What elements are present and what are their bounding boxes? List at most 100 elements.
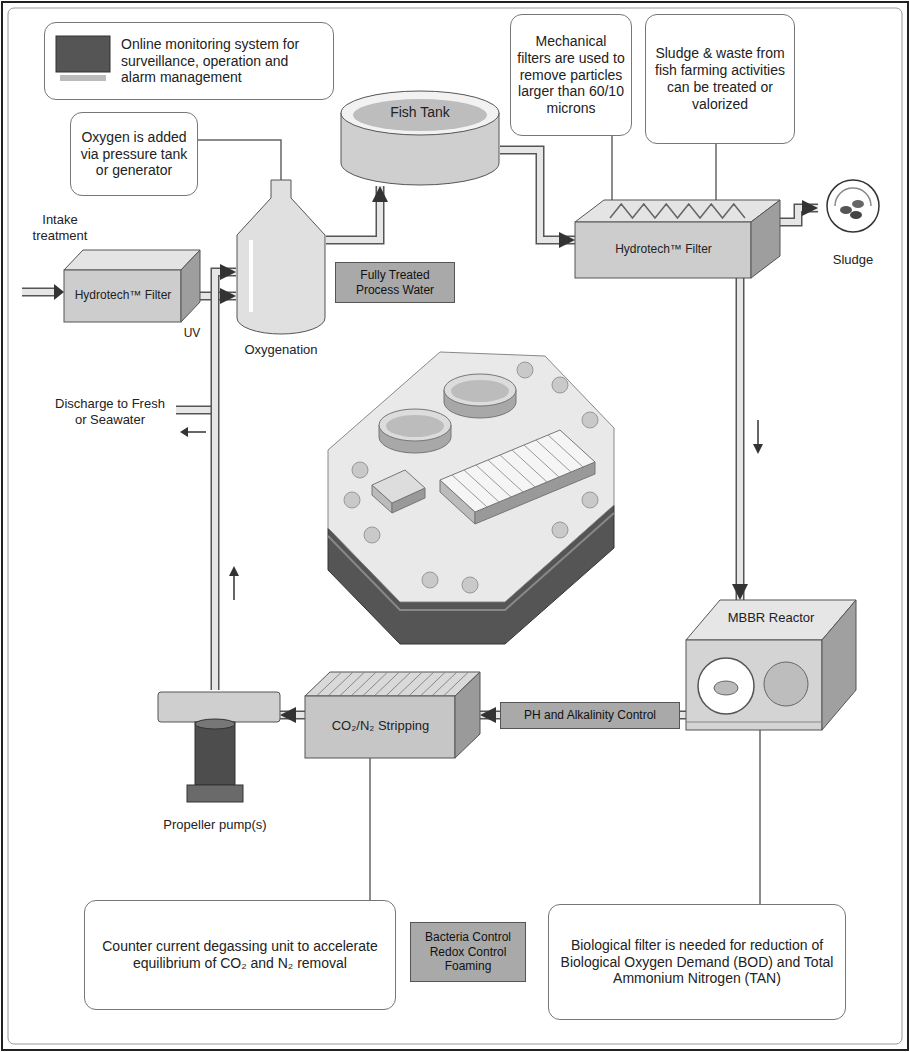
stripper-slats (317, 672, 469, 696)
pipe-connector (740, 278, 741, 600)
pump-flange (195, 719, 235, 729)
callout-box: Oxygen is added via pressure tank or gen… (70, 112, 198, 196)
arrow-carrier (500, 150, 575, 240)
component-label: Oxygenation (245, 342, 318, 358)
flow-arrowhead (54, 284, 64, 300)
leader-stroke (611, 136, 613, 200)
pump-motor (195, 722, 235, 785)
pipe-connector (500, 150, 575, 240)
pipe-wall (780, 208, 818, 222)
leader-line (716, 144, 717, 200)
tree (364, 527, 380, 543)
component-label: Fish Tank (390, 104, 450, 121)
leader-stroke (369, 758, 371, 900)
arrow-carrier (780, 208, 818, 222)
leader-line (612, 136, 613, 200)
arrow-carrier (326, 186, 380, 240)
intake-pipe (22, 284, 64, 300)
tree (352, 462, 368, 478)
monitor-stand (60, 75, 106, 81)
leader-line (370, 758, 371, 900)
callout-text: PH and Alkalinity Control (524, 708, 656, 722)
cone-shape (236, 180, 326, 338)
callout-box: Counter current degassing unit to accele… (84, 900, 396, 1010)
filter-side (181, 250, 200, 322)
pipe-bore (176, 407, 211, 413)
tree (344, 492, 360, 508)
flow-arrow (186, 431, 206, 433)
flow-arrowhead (180, 427, 188, 437)
arrow-carrier (740, 278, 741, 600)
raceway-top (440, 430, 595, 512)
filterR-shape (575, 200, 780, 278)
tree (582, 492, 598, 508)
site-platform (328, 352, 614, 602)
pipe-bore (280, 712, 305, 718)
pipe-wall (326, 186, 380, 240)
uv-label: UV (180, 326, 204, 340)
tank-water (386, 415, 444, 437)
component-label: Sludge (833, 252, 873, 268)
sludge-container: Sludge (818, 178, 888, 270)
filter-side (751, 200, 780, 278)
callout-text: Biological filter is needed for reductio… (559, 937, 835, 987)
monitor-screen (56, 36, 110, 72)
leader-stroke (759, 730, 761, 904)
tank-rim (444, 374, 516, 406)
pump-manifold (158, 692, 280, 722)
callout-box: Online monitoring system for surveillanc… (44, 22, 334, 100)
tank-rim (341, 91, 499, 135)
facility-illustration (328, 352, 614, 644)
callout-box: Mechanical filters are used to remove pa… (510, 14, 632, 136)
sludge-circle (827, 180, 879, 232)
pipe-connector (326, 186, 380, 240)
stripper-side (455, 672, 480, 758)
fish-tank: Fish Tank (340, 90, 500, 186)
media-magnifier (698, 658, 754, 714)
flow-arrow (757, 420, 759, 448)
reactor-side (822, 600, 856, 730)
discharge-pipe (176, 410, 211, 437)
component-label: Hydrotech™ Filter (615, 242, 712, 256)
sludge-shape (818, 178, 888, 248)
component-label: Propeller pump(s) (163, 817, 266, 833)
drum-filter: Hydrotech™ Filter (575, 200, 780, 278)
monitor-icon (56, 36, 110, 81)
pipe-connector (215, 272, 236, 690)
building-roof (372, 470, 425, 503)
process-label: Fully Treated Process Water (335, 262, 455, 303)
pipe-bore (500, 150, 575, 240)
sludge-lump (840, 206, 852, 214)
reactor-front (686, 640, 822, 730)
filter-front (575, 222, 751, 278)
callout-box: Sludge & waste from fish farming activit… (645, 14, 795, 144)
oxygenation-cone: Oxygenation (236, 180, 326, 360)
pipe-wall (22, 288, 56, 297)
strip-shape (305, 672, 480, 758)
callout-text: Online monitoring system for surveillanc… (121, 36, 323, 86)
cone-body (237, 180, 325, 334)
pipe-bore (780, 208, 818, 222)
callout-text: Counter current degassing unit to accele… (95, 938, 385, 972)
drum-filter: Hydrotech™ Filter (64, 250, 200, 322)
reactor-line (686, 722, 822, 723)
filter-panels (610, 204, 745, 218)
pipe-wall (176, 406, 211, 415)
tank-rim (379, 409, 451, 441)
pipe-connector (280, 715, 305, 716)
filter-top (64, 250, 200, 270)
flow-arrow (233, 572, 235, 600)
tree (552, 377, 568, 393)
raceway-ridges (452, 435, 583, 507)
tree (462, 577, 478, 593)
callout-text: Oxygen is added via pressure tank or gen… (79, 129, 189, 179)
leader-stroke (198, 140, 281, 180)
process-label: PH and Alkalinity Control (500, 702, 680, 729)
pipe-bore (22, 289, 56, 295)
degassing-unit: CO₂/N₂ Stripping (305, 672, 480, 758)
filter-shape (64, 250, 200, 322)
filter-top (575, 200, 780, 222)
media-carrier (714, 681, 738, 695)
pipe-wall (736, 278, 745, 600)
